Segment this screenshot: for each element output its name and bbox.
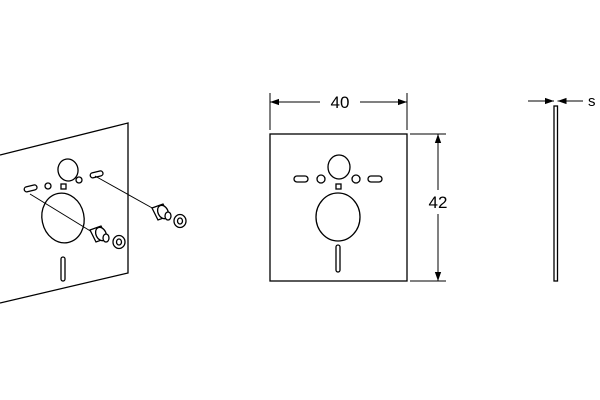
front-upper-oval-opening	[327, 154, 351, 180]
front-left-slot	[293, 175, 309, 183]
height-dimension	[410, 133, 446, 282]
front-right-small-hole	[351, 174, 361, 184]
bolt-left	[29, 193, 126, 250]
center-square-hole	[60, 183, 67, 190]
front-view	[269, 133, 408, 282]
side-view	[553, 105, 559, 282]
left-slot	[23, 184, 38, 193]
bolt-right-axis-line	[94, 175, 155, 210]
mat-perspective-outline	[0, 122, 129, 304]
front-bottom-drain-slot	[335, 244, 341, 273]
bolt-right	[94, 175, 187, 229]
mat-front-outline	[269, 133, 408, 282]
lower-large-opening	[41, 192, 85, 244]
bottom-drain-slot	[60, 256, 66, 282]
front-lower-large-opening	[315, 192, 361, 242]
bolt-right-washer	[173, 213, 187, 229]
width-dimension	[269, 93, 408, 130]
perspective-view	[0, 122, 187, 304]
front-right-slot	[367, 175, 383, 183]
front-center-square-hole	[335, 183, 342, 190]
left-small-hole	[44, 182, 52, 190]
mat-side-profile	[553, 105, 559, 282]
front-left-small-hole	[316, 174, 326, 184]
right-small-hole	[75, 176, 83, 184]
bolt-left-axis-line	[29, 193, 93, 233]
upper-oval-opening	[57, 158, 79, 182]
height-label: 42	[429, 193, 448, 212]
thickness-label: s	[588, 93, 596, 110]
bolt-left-washer	[112, 234, 126, 250]
width-label: 40	[331, 93, 350, 112]
